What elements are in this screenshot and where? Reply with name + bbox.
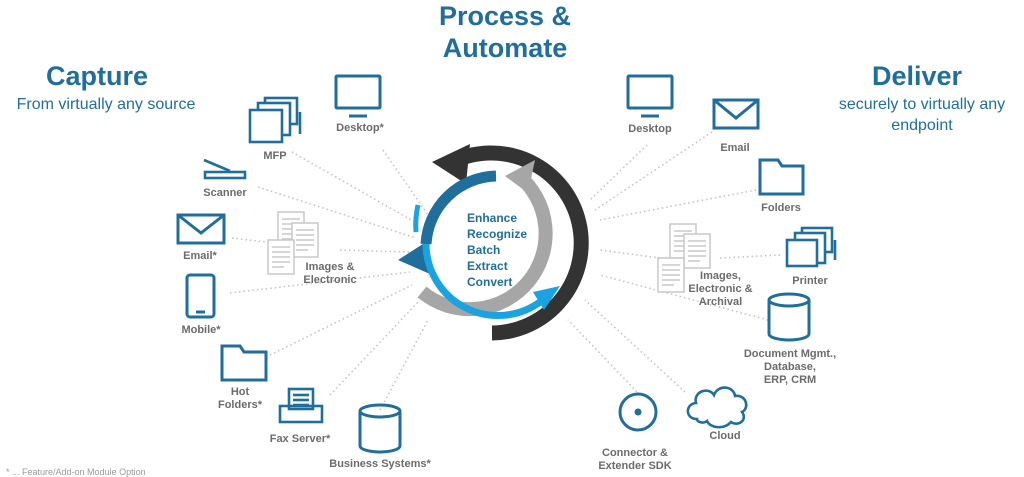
process-heading-line1: Process & (438, 1, 572, 31)
deliver-desktop-icon (626, 74, 674, 118)
capture-scanner-label: Scanner (203, 187, 247, 199)
capture-desktop-icon (334, 74, 382, 118)
capture-business-systems-label: Business Systems* (329, 458, 431, 470)
capture-desktop-label: Desktop* (336, 122, 384, 134)
deliver-connector-sdk-icon (618, 392, 658, 432)
process-heading-line2: Automate (442, 33, 568, 63)
deliver-email-label: Email (720, 142, 750, 154)
capture-fax-server-label: Fax Server* (269, 433, 331, 445)
deliver-desktop-label: Desktop (628, 123, 672, 135)
capture-mfp-icon (248, 96, 302, 144)
capture-images-label-line1: Images & (305, 261, 355, 273)
deliver-subheading-line2: endpoint (891, 117, 953, 134)
deliver-folders-label: Folders (761, 202, 801, 214)
deliver-folders-icon (758, 158, 805, 196)
capture-hot-folders-icon (220, 344, 268, 382)
process-cycle (398, 144, 589, 341)
deliver-images-label-line2: Electronic & (688, 283, 753, 295)
deliver-subheading-line1: securely to virtually any (838, 96, 1006, 113)
process-step: Enhance (467, 211, 518, 225)
deliver-images-label-line1: Images, (700, 270, 741, 282)
capture-mobile-icon (185, 273, 216, 319)
deliver-heading: Deliver (872, 61, 963, 91)
deliver-printer-label: Printer (792, 275, 828, 287)
capture-email-icon (176, 213, 226, 245)
deliver-email-icon (712, 98, 760, 130)
capture-email-label: Email* (183, 250, 217, 262)
process-step: Recognize (467, 227, 528, 241)
deliver-connector-sdk-label: Connector & Extender SDK (590, 447, 680, 473)
process-steps-list: Enhance Recognize Batch Extract Convert (467, 210, 527, 290)
capture-business-systems-icon (358, 403, 402, 454)
capture-hot-folders-label: Hot Folders* (210, 386, 270, 412)
capture-scanner-icon (203, 158, 247, 180)
capture-mobile-label: Mobile* (181, 324, 221, 336)
capture-heading: Capture (46, 61, 149, 91)
process-step: Batch (467, 243, 501, 257)
deliver-document-mgmt-icon (767, 292, 811, 342)
deliver-document-mgmt-label-line3: ERP, CRM (763, 374, 817, 386)
deliver-document-mgmt-label-line1: Document Mgmt., (743, 348, 837, 360)
deliver-images-label: Images, Electronic & Archival (683, 270, 758, 309)
deliver-cloud-label: Cloud (709, 430, 741, 442)
deliver-document-mgmt-label: Document Mgmt., Database, ERP, CRM (735, 348, 845, 387)
capture-images-label: Images & Electronic (290, 261, 370, 287)
process-step: Extract (467, 259, 508, 273)
deliver-images-label-line3: Archival (698, 296, 743, 308)
connector-lines (229, 131, 781, 411)
deliver-cloud-icon (686, 386, 748, 429)
capture-fax-server-icon (278, 387, 324, 424)
footnote: * ... Feature/Add-on Module Option (6, 467, 146, 477)
capture-images-label-line2: Electronic (303, 274, 357, 286)
deliver-connector-sdk-label-line1: Connector & (602, 447, 668, 459)
deliver-subheading: securely to virtually any endpoint (822, 94, 1022, 136)
capture-mfp-label: MFP (263, 150, 287, 162)
process-step: Convert (467, 275, 513, 289)
capture-hot-folders-label-line1: Hot (230, 386, 250, 398)
deliver-printer-icon (785, 226, 837, 268)
capture-hot-folders-label-line2: Folders* (217, 399, 262, 411)
deliver-connector-sdk-label-line2: Extender SDK (598, 460, 672, 472)
deliver-document-mgmt-label-line2: Database, (764, 361, 816, 373)
capture-subheading: From virtually any source (16, 96, 196, 113)
process-automate-heading: Process & Automate (395, 0, 615, 64)
